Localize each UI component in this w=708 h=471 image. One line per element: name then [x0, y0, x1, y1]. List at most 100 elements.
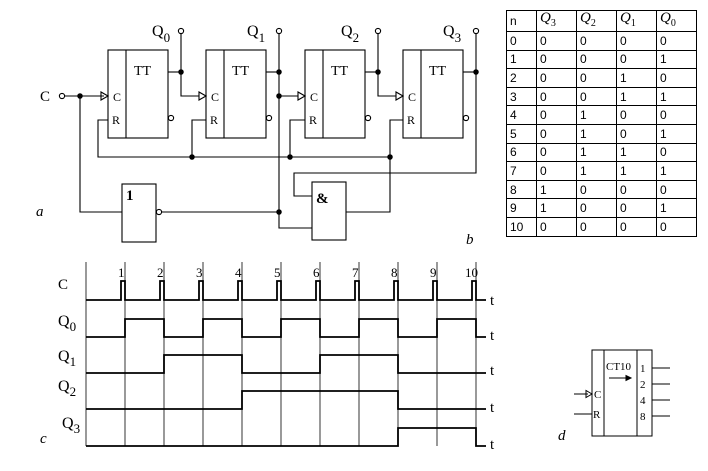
ff3-clock-label: C: [408, 90, 416, 104]
pulse-number-8: 8: [391, 265, 398, 280]
table-cell: 0: [576, 49, 617, 70]
table-cell: 0: [576, 68, 617, 88]
pulse-number-10: 10: [465, 265, 478, 280]
table-cell: 0: [616, 216, 657, 237]
table-cell: 1: [576, 105, 617, 125]
table-cell: 0: [616, 49, 657, 70]
table-cell: 0: [506, 31, 537, 51]
table-cell: 0: [576, 179, 617, 200]
table-cell: 0: [656, 216, 697, 237]
and-gate: [311, 181, 347, 241]
or-gate-label: 1: [126, 188, 134, 204]
pulse-number-2: 2: [157, 265, 164, 280]
symbol-output-2: 2: [640, 379, 646, 391]
wave-q2: [86, 390, 486, 410]
table-cell: 1: [616, 142, 657, 163]
signal-label-q1: Q1: [58, 348, 76, 369]
table-cell: 0: [536, 105, 577, 125]
state-table-header: n Q3 Q2 Q1 Q0: [506, 10, 697, 32]
table-cell: 1: [536, 198, 577, 218]
time-label-q2: t: [490, 400, 495, 416]
table-cell: 0: [656, 68, 697, 88]
ff1-clock-label: C: [211, 90, 219, 104]
table-cell: 8: [506, 179, 537, 200]
table-cell: 0: [656, 31, 697, 51]
flip-flop-0: [100, 49, 169, 139]
counter-circuit: [58, 27, 480, 243]
table-cell: 0: [576, 31, 617, 51]
table-cell: 0: [536, 123, 577, 144]
table-cell: 0: [616, 123, 657, 144]
symbol-reset-label: R: [593, 409, 601, 421]
pulse-number-7: 7: [352, 265, 359, 280]
counter-labels: C TT TT TT TT C C C C R R R R Q0 Q1 Q2 Q…: [36, 23, 474, 248]
signal-label-q2: Q2: [58, 378, 76, 399]
table-cell: 1: [536, 179, 577, 200]
output-label-q1: Q1: [247, 23, 265, 45]
table-cell: 0: [536, 142, 577, 163]
table-cell: 0: [536, 31, 577, 51]
symbol-title: CT10: [606, 361, 632, 373]
table-cell: 1: [656, 86, 697, 107]
output-label-q0: Q0: [152, 23, 170, 45]
table-cell: 1: [576, 142, 617, 163]
header-q0: Q0: [656, 10, 697, 32]
symbol-output-8: 8: [640, 411, 646, 423]
table-cell: 0: [656, 105, 697, 125]
output-label-q2: Q2: [341, 23, 359, 45]
table-cell: 6: [506, 142, 537, 163]
pulse-number-5: 5: [274, 265, 281, 280]
table-cell: 0: [576, 216, 617, 237]
ff3-reset-label: R: [407, 113, 415, 127]
table-cell: 0: [656, 179, 697, 200]
table-cell: 1: [616, 86, 657, 107]
sub-label-c: c: [40, 431, 47, 447]
table-cell: 0: [536, 161, 577, 181]
table-cell: 1: [616, 68, 657, 88]
table-cell: 1: [506, 49, 537, 70]
symbol-output-4: 4: [640, 395, 646, 407]
sub-label-d: d: [558, 428, 566, 444]
ff0-type-label: TT: [134, 64, 152, 79]
time-label-q1: t: [490, 363, 495, 379]
table-cell: 0: [536, 86, 577, 107]
signal-label-q3: Q3: [62, 415, 80, 436]
ff0-reset-label: R: [112, 113, 120, 127]
table-cell: 0: [616, 179, 657, 200]
wave-q1: [86, 354, 486, 374]
table-cell: 1: [656, 49, 697, 70]
table-cell: 1: [576, 161, 617, 181]
table-cell: 0: [536, 49, 577, 70]
ff3-type-label: TT: [429, 64, 447, 79]
table-cell: 0: [576, 86, 617, 107]
table-cell: 1: [576, 123, 617, 144]
pulse-number-4: 4: [235, 265, 242, 280]
time-label-q3: t: [490, 437, 495, 453]
header-q3: Q3: [536, 10, 577, 32]
table-cell: 5: [506, 123, 537, 144]
signal-label-q0: Q0: [58, 313, 76, 334]
timing-waves: [86, 280, 486, 447]
clock-input-terminal: [58, 92, 66, 100]
pulse-number-9: 9: [430, 265, 437, 280]
time-label-c: t: [490, 293, 495, 309]
counter-symbol: [574, 349, 670, 437]
timing-labels: C Q0 Q1 Q2 Q3 c t t t t t 1 2 3 4 5 6 7 …: [40, 265, 495, 453]
wave-q3: [86, 427, 486, 447]
table-cell: 1: [656, 123, 697, 144]
table-cell: 0: [616, 105, 657, 125]
table-cell: 1: [656, 161, 697, 181]
table-cell: 1: [656, 198, 697, 218]
